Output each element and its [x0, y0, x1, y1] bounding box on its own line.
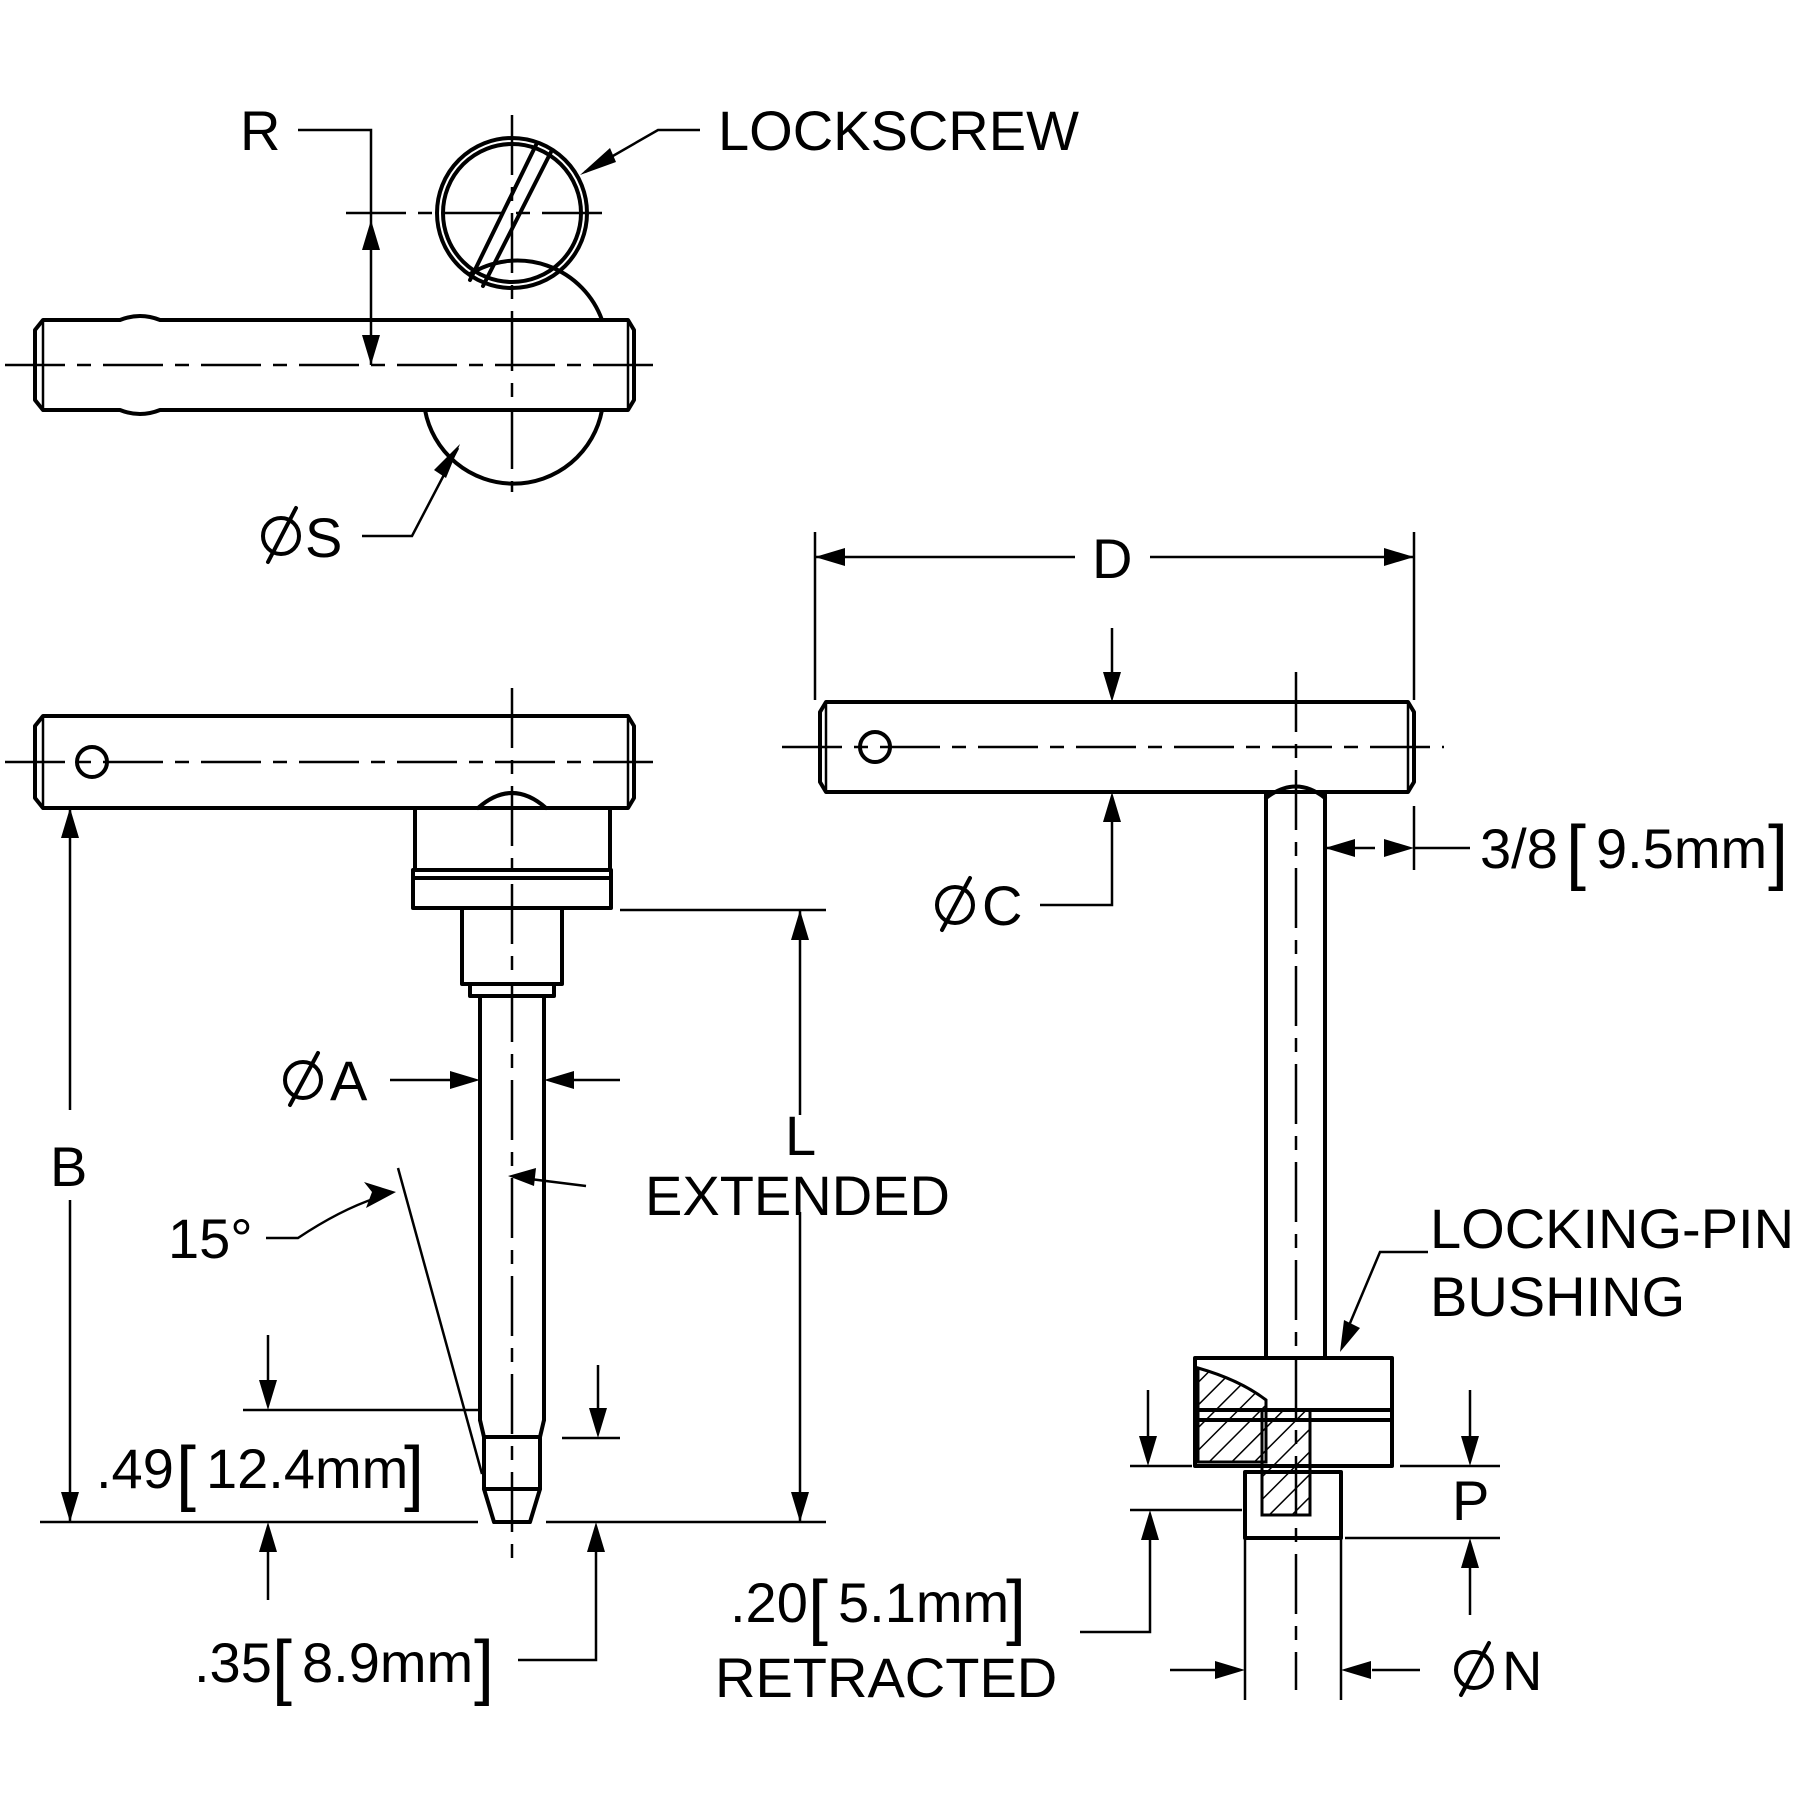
top-view: [5, 115, 700, 538]
svg-text:C: C: [982, 874, 1022, 937]
label-l: L: [785, 1104, 816, 1167]
svg-text:9.5mm: 9.5mm: [1596, 817, 1767, 880]
svg-text:[: [: [1566, 812, 1586, 892]
svg-text:5.1mm: 5.1mm: [838, 1571, 1009, 1634]
svg-text:[: [: [272, 1627, 292, 1707]
label-locking-pin: LOCKING-PIN: [1430, 1197, 1794, 1260]
svg-text:S: S: [305, 506, 342, 569]
svg-text:.20: .20: [730, 1571, 808, 1634]
label-angle: 15°: [168, 1207, 253, 1270]
label-phi-s: S: [261, 506, 342, 569]
label-p: P: [1452, 1469, 1489, 1532]
label-dim-35: .35 [ 8.9mm ]: [194, 1627, 494, 1707]
front-view: [5, 688, 826, 1662]
svg-text:]: ]: [474, 1627, 494, 1707]
label-dim-49: .49 [ 12.4mm ]: [96, 1433, 424, 1513]
label-phi-c: C: [935, 874, 1022, 937]
labels: R LOCKSCREW S D C 3/8 [ 9.5mm ] A B L EX…: [50, 99, 1794, 1709]
svg-text:A: A: [330, 1049, 368, 1112]
svg-text:8.9mm: 8.9mm: [302, 1631, 473, 1694]
svg-text:.49: .49: [96, 1437, 174, 1500]
label-retracted: RETRACTED: [715, 1646, 1057, 1709]
label-phi-n: N: [1454, 1639, 1542, 1702]
label-b: B: [50, 1135, 87, 1198]
svg-text:]: ]: [1006, 1567, 1026, 1647]
label-phi-a: A: [283, 1049, 368, 1112]
label-three-eighths: 3/8 [ 9.5mm ]: [1480, 812, 1788, 892]
label-dim-20: .20 [ 5.1mm ]: [730, 1567, 1026, 1647]
svg-text:.35: .35: [194, 1631, 272, 1694]
svg-text:]: ]: [404, 1433, 424, 1513]
svg-text:]: ]: [1768, 812, 1788, 892]
label-r: R: [240, 99, 280, 162]
svg-text:12.4mm: 12.4mm: [206, 1437, 408, 1500]
label-extended: EXTENDED: [645, 1164, 950, 1227]
label-bushing: BUSHING: [1430, 1265, 1685, 1328]
side-view: [782, 532, 1500, 1700]
svg-text:3/8: 3/8: [1480, 817, 1558, 880]
label-d: D: [1092, 527, 1132, 590]
label-lockscrew: LOCKSCREW: [718, 99, 1079, 162]
svg-text:[: [: [808, 1567, 828, 1647]
svg-text:N: N: [1502, 1639, 1542, 1702]
svg-text:[: [: [176, 1433, 196, 1513]
